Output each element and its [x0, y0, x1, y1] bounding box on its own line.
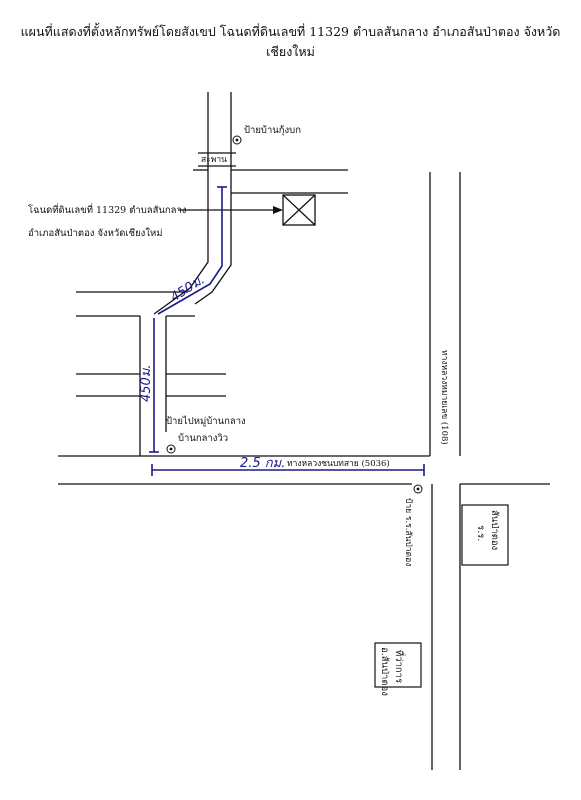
deed-pointer-arrowhead [273, 206, 283, 214]
deed-label-line1: โฉนดที่ดินเลขที่ 11329 ตำบลสันกลาง [28, 203, 186, 216]
road-segment [153, 195, 209, 315]
village-sign-line1: ป้ายไปหมู่บ้านกลาง [166, 415, 246, 427]
page-title: แผนที่แสดงที่ตั้งหลักทรัพย์โดยสังเขป โฉน… [20, 24, 561, 59]
village-sign-line2: บ้านกลางวิว [178, 433, 228, 444]
highway-5036-label: ทางหลวงชนบทสาย (5036) [287, 458, 390, 469]
distance-label-horizontal: 2.5 กม. [240, 456, 285, 471]
distance-line-diagonal [157, 187, 223, 315]
bus-stop-top-label: ป้ายบ้านกุ้งบก [244, 125, 301, 136]
distance-label-vertical: 450ม. [139, 364, 154, 402]
district-office-box [374, 642, 422, 688]
bus-stop-icon [232, 135, 242, 145]
school-stop-label: ป้าย ร.ร.สันป่าตอง [403, 498, 414, 566]
highway-108-label: ทางหลวงหมายเลข (108) [439, 350, 450, 445]
deed-label-line2: อำเภอสันป่าตอง จังหวัดเชียงใหม่ [28, 227, 162, 239]
school-box-line2: สันป่าตอง [489, 510, 500, 550]
property-marker-cross [282, 194, 316, 226]
district-office-line1: ที่ว่าการ [393, 650, 406, 683]
school-box [461, 504, 509, 566]
school-box-line1: ร.ร. [475, 525, 486, 541]
road-segment [194, 185, 232, 305]
bridge-label: สะพาน [201, 155, 227, 165]
bus-stop-icon [166, 444, 176, 454]
district-office-line2: อ.สันป่าตอง [379, 647, 390, 696]
bus-stop-icon [413, 484, 423, 494]
